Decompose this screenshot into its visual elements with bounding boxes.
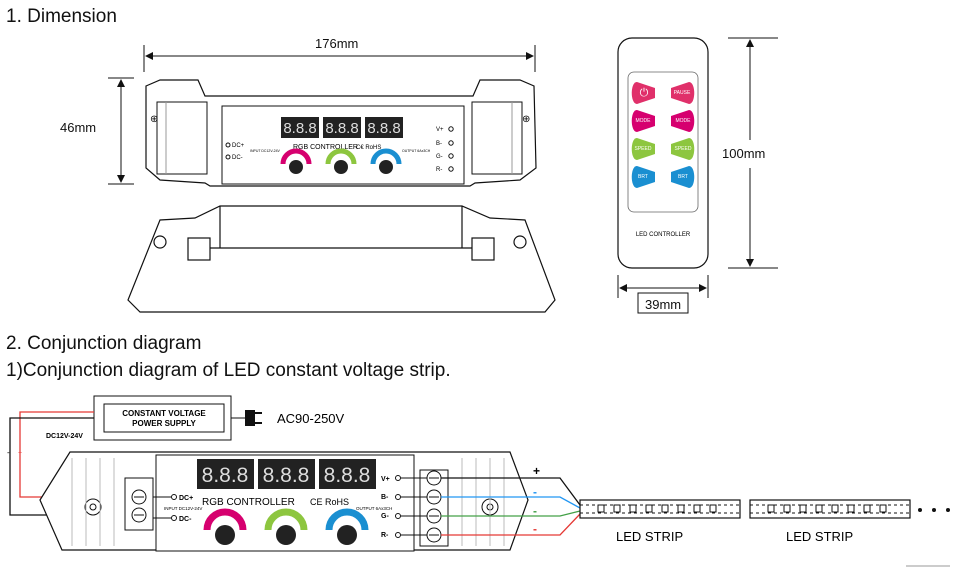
output-plus-label: + — [533, 464, 540, 478]
remote-height-dimension-label: 100mm — [722, 146, 766, 161]
front-input-note: INPUT DC12V-24V — [250, 149, 281, 153]
front-display-2: 8.8.8 — [325, 120, 358, 137]
height-dimension-line — [108, 77, 134, 185]
height-dimension-label: 46mm — [60, 120, 97, 135]
remote-buttons — [631, 82, 695, 188]
remote-width-dimension-line — [617, 275, 709, 314]
front-terminal-v: V+ — [436, 127, 444, 133]
front-dc-minus: DC- — [232, 155, 243, 161]
wiring-dc-plus: DC+ — [179, 495, 193, 502]
wiring-display-group — [197, 459, 376, 489]
wiring-input-note: INPUT DC12V-24V — [164, 506, 202, 511]
power-supply-box — [93, 395, 232, 441]
remote-pause-button[interactable]: PAUSE — [674, 90, 691, 96]
power-supply-line1: CONSTANT VOLTAGE — [122, 409, 206, 418]
wiring-terminal-g: G- — [381, 513, 389, 520]
remote-mode-left-button[interactable]: MODE — [636, 118, 652, 124]
front-terminals: V+ B- G- R- — [436, 126, 454, 173]
wiring-terminal-r: R- — [381, 532, 389, 539]
remote-mode-right-button[interactable]: MODE — [676, 118, 692, 124]
input-terminal-block — [131, 489, 147, 523]
wiring-knobs — [203, 508, 369, 545]
front-display-3: 8.8.8 — [367, 120, 400, 137]
ac-plug-icon — [231, 410, 262, 426]
wiring-certs: CE RoHS — [310, 497, 349, 507]
front-dc-plus: DC+ — [232, 143, 245, 149]
led-strip-label-2: LED STRIP — [786, 529, 853, 544]
constant-voltage-heading: 1)Conjunction diagram of LED constant vo… — [6, 360, 451, 381]
strip-continuation-dots — [918, 508, 950, 512]
controller-side-view — [127, 205, 556, 313]
width-dimension-label: 176mm — [315, 36, 359, 51]
wiring-terminal-v: V+ — [381, 476, 390, 483]
remote-brt-left-button[interactable]: BRT — [638, 174, 648, 180]
output-green-minus: - — [533, 504, 537, 518]
remote-label: LED CONTROLLER — [636, 232, 691, 238]
front-terminal-g: G- — [436, 154, 443, 160]
front-controller-name: RGB CONTROLLER — [293, 144, 358, 151]
front-screw-left: ⊕ — [150, 114, 158, 125]
output-red-minus: - — [533, 522, 537, 536]
front-display-1: 8.8.8 — [283, 120, 316, 137]
led-strip-2 — [749, 499, 911, 519]
front-screw-right: ⊕ — [522, 114, 530, 125]
wiring-display-3: 8.8.8 — [324, 464, 371, 487]
led-strip-label-1: LED STRIP — [616, 529, 683, 544]
front-output-note: OUTPUT 6Ax3CH — [402, 149, 431, 153]
remote-width-dimension-label: 39mm — [645, 297, 682, 312]
front-terminal-r: R- — [436, 167, 442, 173]
front-display-group: 8.8.8 8.8.8 8.8.8 — [281, 117, 403, 138]
dimension-heading: 1. Dimension — [6, 6, 117, 27]
wiring-display-1: 8.8.8 — [202, 464, 249, 487]
ac-input-label: AC90-250V — [277, 411, 345, 426]
led-strip-1 — [579, 499, 741, 519]
wiring-display-2: 8.8.8 — [263, 464, 310, 487]
remote-speed-right-button[interactable]: SPEED — [675, 146, 692, 152]
width-dimension-line — [143, 45, 536, 72]
wiring-output-note: OUTPUT 6Ax3CH — [356, 506, 392, 511]
remote-height-dimension-line — [728, 37, 778, 269]
wiring-dc-minus: DC- — [179, 516, 192, 523]
remote-brt-right-button[interactable]: BRT — [678, 174, 688, 180]
output-wires — [441, 477, 581, 536]
psu-minus-label: - — [7, 448, 10, 457]
remote-power-icon[interactable]: ⏻ — [640, 87, 649, 99]
conjunction-heading: 2. Conjunction diagram — [6, 333, 202, 354]
wiring-terminal-b: B- — [381, 494, 389, 501]
dc-output-label: DC12V-24V — [46, 433, 83, 440]
remote-speed-left-button[interactable]: SPEED — [635, 146, 652, 152]
wiring-controller-name: RGB CONTROLLER — [202, 497, 295, 508]
output-terminal-block — [426, 470, 442, 543]
front-knobs — [280, 148, 402, 174]
front-certs: C€ RoHS — [356, 145, 381, 151]
wiring-terminal-dots — [395, 475, 427, 538]
power-supply-line2: POWER SUPPLY — [132, 419, 196, 428]
front-terminal-b: B- — [436, 141, 442, 147]
output-blue-minus: - — [533, 485, 537, 499]
